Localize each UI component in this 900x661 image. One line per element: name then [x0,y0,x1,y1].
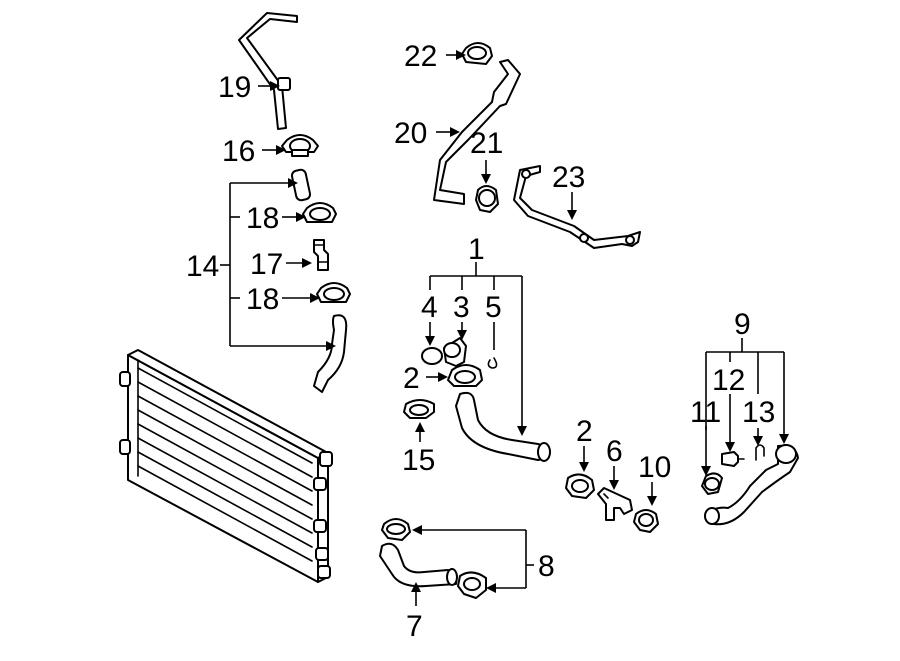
part-1-hose-assembly [421,337,551,462]
callout-3: 3 [453,291,470,324]
callout-21: 21 [470,127,503,160]
callout-6: 6 [606,435,623,468]
part-20-coolant-pipe [433,59,521,205]
part-14-hose-group [290,168,351,393]
callout-13: 13 [742,396,775,429]
part-22-hose-clamp [461,42,493,65]
part-2-hose-clamp-lower [565,473,595,499]
part-15-hose-clamp [403,399,435,419]
leader-lines [220,50,789,606]
callout-11: 11 [690,396,721,429]
callout-18-lower: 18 [246,283,279,316]
callout-17: 17 [250,248,283,281]
part-23-coolant-pipe-bracket [513,165,641,249]
callout-22: 22 [404,40,437,73]
callout-1: 1 [468,233,485,266]
callout-19: 19 [218,71,251,104]
callout-23: 23 [552,161,585,194]
callout-7: 7 [406,610,423,643]
callout-5: 5 [485,291,502,324]
callout-18-upper: 18 [246,202,279,235]
part-10-hose-clamp [633,509,659,533]
callout-10: 10 [638,451,671,484]
callout-20: 20 [394,117,427,150]
part-21-hose-clamp [475,185,499,213]
part-16-hose-clamp [281,134,319,157]
callout-2-upper: 2 [403,362,420,395]
callout-4: 4 [421,291,438,324]
part-19-vent-pipe [238,12,298,130]
radiator [119,349,333,583]
callout-labels: 22 19 20 21 16 23 18 1 14 17 18 4 3 5 9 … [186,40,775,643]
callout-8: 8 [538,550,555,583]
callout-9: 9 [734,308,751,341]
callout-2-lower: 2 [576,415,593,448]
part-8-hose-clamps [381,518,487,599]
callout-15: 15 [402,444,435,477]
callout-14: 14 [186,250,219,283]
part-6-tee-connector [597,487,633,521]
part-9-hose-assembly [701,444,799,526]
callout-16: 16 [222,135,255,168]
callout-12: 12 [712,364,745,397]
part-7-coolant-hose [379,542,458,588]
